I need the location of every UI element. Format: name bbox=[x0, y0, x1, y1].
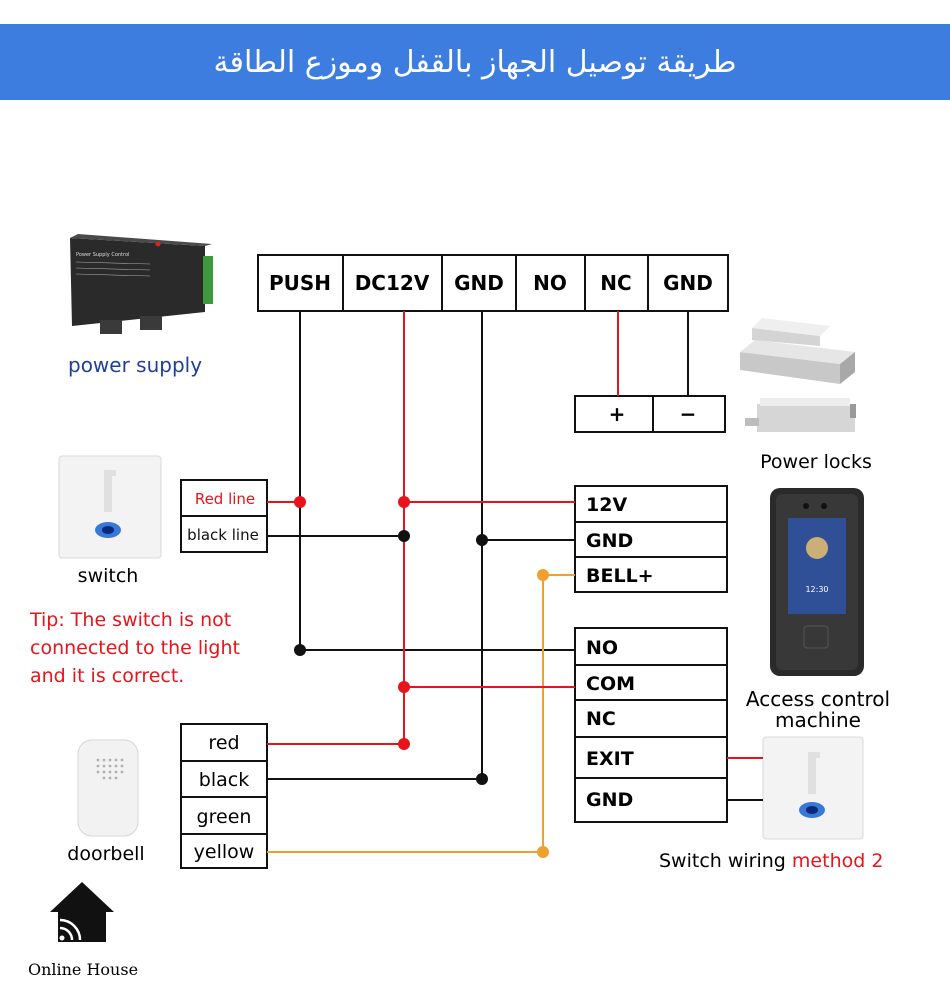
switch-red-line-label: Red line bbox=[195, 490, 255, 508]
tip-line-3: and it is correct. bbox=[30, 665, 184, 687]
device-terminal-gnd-2: GND bbox=[586, 789, 633, 811]
junctions bbox=[294, 496, 549, 858]
doorbell-wire-black: black bbox=[199, 769, 249, 791]
wires bbox=[267, 311, 763, 853]
device-terminal-nc: NC bbox=[586, 708, 616, 730]
doorbell-wire-red: red bbox=[208, 732, 239, 754]
device-screen-time: 12:30 bbox=[805, 585, 828, 594]
lock-plus: + bbox=[609, 402, 626, 426]
doorbell-wire-green: green bbox=[197, 806, 252, 828]
bolt-lock-image bbox=[745, 398, 856, 432]
switch-caption: switch bbox=[78, 565, 139, 587]
psu-terminal-gnd-2: GND bbox=[663, 271, 713, 295]
device-terminal-com: COM bbox=[586, 673, 635, 695]
psu-panel-title: Power Supply Control bbox=[76, 252, 129, 258]
tip-line-1: Tip: The switch is not bbox=[29, 609, 231, 631]
device-terminal-bell: BELL+ bbox=[586, 565, 654, 587]
device-terminal-block-relay: NO COM NC EXIT GND bbox=[574, 627, 728, 823]
banner-title: طريقة توصيل الجهاز بالقفل وموزع الطاقة bbox=[213, 44, 737, 80]
psu-terminal-dc12v: DC12V bbox=[355, 271, 430, 295]
magnetic-lock-image bbox=[740, 318, 855, 384]
psu-terminal-push: PUSH bbox=[269, 271, 331, 295]
brand-logo bbox=[50, 882, 114, 942]
device-terminal-12v: 12V bbox=[586, 494, 627, 516]
exit-switch-image bbox=[762, 736, 864, 840]
lock-terminal: + − bbox=[574, 395, 726, 433]
tip-line-2: connected to the light bbox=[30, 637, 240, 659]
device-terminal-exit: EXIT bbox=[586, 748, 634, 770]
psu-terminal-nc: NC bbox=[600, 271, 631, 295]
power-supply-image: Power Supply Control bbox=[70, 234, 213, 334]
doorbell-caption: doorbell bbox=[67, 843, 144, 865]
exit-switch-caption-prefix: Switch wiring bbox=[659, 850, 792, 872]
psu-terminal-gnd: GND bbox=[454, 271, 504, 295]
lock-minus: − bbox=[680, 402, 697, 426]
title-banner: طريقة توصيل الجهاز بالقفل وموزع الطاقة bbox=[0, 24, 950, 100]
power-locks-caption: Power locks bbox=[760, 451, 872, 473]
brand-name: Online House bbox=[28, 960, 138, 979]
wire-bell bbox=[542, 574, 575, 852]
tip-note: Tip: The switch is not connected to the … bbox=[29, 609, 240, 687]
exit-switch-caption: Switch wiring method 2 bbox=[659, 850, 883, 872]
power-supply-caption: power supply bbox=[68, 353, 202, 377]
device-terminal-gnd: GND bbox=[586, 530, 633, 552]
exit-switch-caption-method: method 2 bbox=[792, 850, 884, 872]
doorbell-image bbox=[77, 739, 139, 837]
switch-black-line-label: black line bbox=[187, 526, 259, 544]
house-icon bbox=[50, 882, 114, 942]
access-control-device-image: 12:30 bbox=[770, 488, 864, 676]
wire-push bbox=[299, 311, 575, 651]
psu-terminal-no: NO bbox=[533, 271, 567, 295]
psu-terminal-strip: PUSH DC12V GND NO NC GND bbox=[257, 254, 729, 312]
device-caption-2: machine bbox=[775, 708, 861, 732]
device-terminal-no: NO bbox=[586, 637, 618, 659]
switch-image bbox=[58, 455, 162, 559]
device-terminal-block-power: 12V GND BELL+ bbox=[574, 485, 728, 593]
doorbell-wire-yellow: yellow bbox=[194, 841, 255, 863]
device-caption-1: Access control bbox=[746, 687, 890, 711]
doorbell-wire-labels: red black green yellow bbox=[180, 723, 268, 869]
switch-wire-labels: Red line black line bbox=[180, 479, 268, 553]
